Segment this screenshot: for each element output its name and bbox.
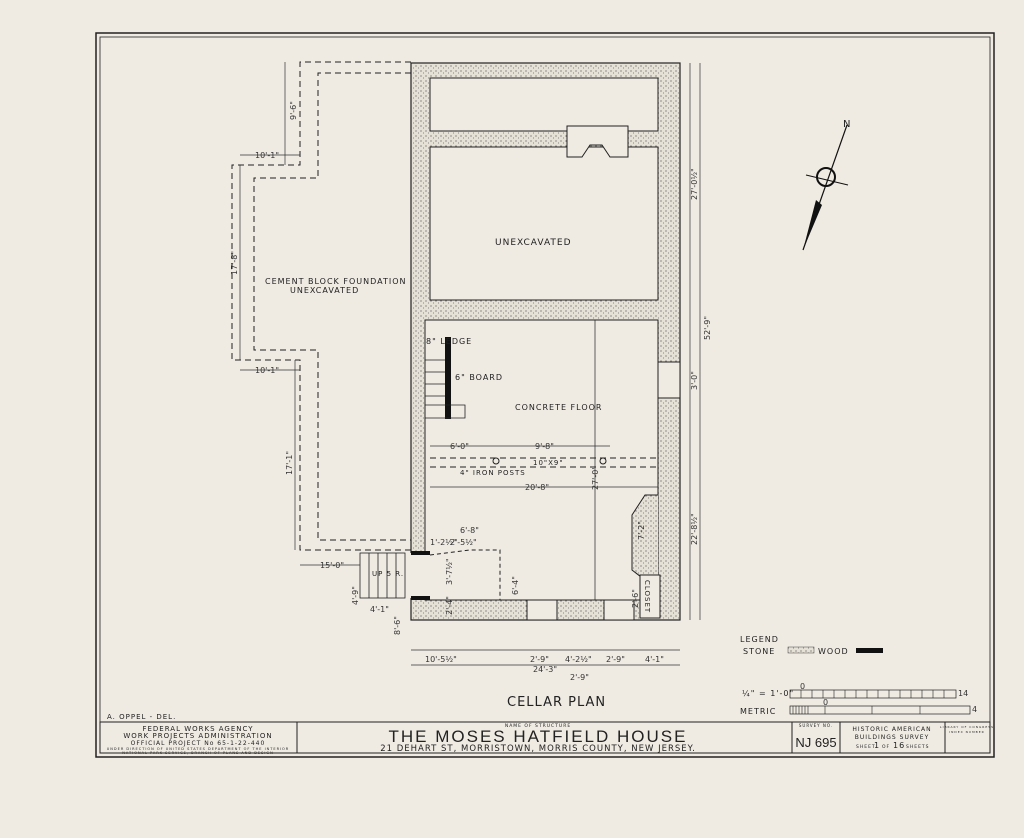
agency-line-2: WORK PROJECTS ADMINISTRATION [123, 732, 272, 740]
dim-addition-top: 9'-6" [289, 101, 298, 120]
legend-wood-swatch [856, 648, 883, 653]
posts-label: 4" IRON POSTS [460, 469, 526, 477]
addition-label-2: UNEXCAVATED [290, 286, 359, 295]
dim-bottom-4: 2'-9" [606, 655, 625, 664]
dim-addition-width-mid: 10'-1" [255, 366, 279, 375]
legend-stone-label: STONE [743, 647, 775, 656]
room-label-concrete-floor: CONCRETE FLOOR [515, 403, 602, 412]
agency-line-3: OFFICIAL PROJECT No 65-1-22-440 [131, 740, 266, 747]
survey-number: NJ 695 [795, 735, 836, 750]
dim-bottom-1: 10'-5½" [425, 655, 457, 664]
dim-fireplace: 7'-2" [637, 521, 646, 540]
wood-board [445, 337, 451, 419]
legend-title: LEGEND [740, 635, 779, 644]
dim-window: 3'-0" [690, 371, 699, 390]
svg-text:OF: OF [882, 744, 890, 750]
sheet-total: 16 [893, 741, 905, 750]
dim-bottom-5: 4'-1" [645, 655, 664, 664]
room-label-unexcavated: UNEXCAVATED [495, 238, 572, 248]
svg-text:0: 0 [823, 698, 828, 707]
direction-line-1: UNDER DIRECTION OF UNITED STATES DEPARTM… [107, 747, 289, 751]
legend: LEGEND STONE WOOD [740, 635, 883, 656]
dim-entry-a: 3'-7½" [445, 558, 454, 585]
dim-bottom-2: 2'-9" [530, 655, 549, 664]
svg-text:0: 0 [800, 682, 805, 691]
library-line-1: LIBRARY OF CONGRESS [940, 725, 994, 729]
habs-line-2: BUILDINGS SURVEY [855, 734, 929, 741]
board-label: 6" BOARD [455, 373, 503, 382]
dim-lower-length: 22'-8½" [690, 513, 699, 545]
scale-bars: ¼" = 1'-0" 0 14 METRIC 0 4 [740, 682, 977, 716]
dim-post-right: 9'-8" [535, 442, 554, 451]
dim-stair-c: 8'-6" [393, 616, 402, 635]
dim-entry-b: 2'-4" [445, 596, 454, 615]
structure-address: 21 DEHART ST, MORRISTOWN, MORRIS COUNTY,… [380, 744, 696, 754]
north-arrow-icon: N [802, 119, 851, 251]
dim-upper-length: 27'-0½" [690, 168, 699, 200]
dimension-lines [239, 62, 701, 666]
dim-door-height: 6'-4" [511, 576, 520, 595]
dim-overall-width: 24'-3" [533, 665, 557, 674]
dim-total-length: 52'-9" [703, 316, 712, 340]
svg-text:4: 4 [972, 705, 977, 714]
iron-post [492, 457, 500, 465]
iron-post [599, 457, 607, 465]
dim-step-a: 1'-2½" [430, 538, 457, 547]
dim-interior-height: 27'-0" [591, 466, 600, 490]
scale-imperial-label: ¼" = 1'-0" [742, 689, 794, 698]
addition-foundation [231, 61, 411, 551]
dim-addition-bottom: 17'-1" [285, 451, 294, 475]
dim-addition-width-bottom: 15'-0" [320, 561, 344, 570]
main-building-walls [405, 62, 681, 621]
agency-line-1: FEDERAL WORKS AGENCY [142, 725, 253, 733]
name-label: NAME OF STRUCTURE [505, 723, 571, 729]
sheet-number: 1 [874, 741, 880, 750]
svg-text:SHEETS: SHEETS [906, 744, 930, 750]
stair-label: UP 5 R. [372, 570, 404, 578]
legend-wood-label: WOOD [818, 647, 849, 656]
dim-addition-width-top: 10'-1" [255, 151, 279, 160]
dim-bay: 2'-9" [570, 673, 589, 682]
scale-metric-label: METRIC [740, 707, 776, 716]
beam-label: 10"X9" [533, 459, 564, 467]
svg-text:14: 14 [958, 689, 968, 698]
delineator: A. OPPEL - DEL. [107, 713, 176, 721]
dim-bottom-3: 4'-2½" [565, 655, 592, 664]
dim-closet: 2'-6" [631, 589, 640, 608]
dim-step-b: 2'-5½" [450, 538, 477, 547]
svg-text:SHEET: SHEET [856, 744, 876, 750]
dim-post-left: 6'-0" [450, 442, 469, 451]
dim-stair-a: 4'-9" [351, 586, 360, 605]
addition-label-1: CEMENT BLOCK FOUNDATION [265, 277, 406, 286]
svg-text:N: N [843, 119, 851, 130]
library-line-2: INDEX NUMBER [949, 730, 984, 734]
dim-addition-mid: 17'-8" [230, 251, 239, 275]
direction-line-2: NATIONAL PARK SERVICE, BRANCH OF PLANS A… [122, 751, 273, 755]
ledge-label: 8" LEDGE [426, 337, 472, 346]
outside-stair [359, 552, 406, 599]
structure-name: THE MOSES HATFIELD HOUSE [389, 727, 688, 746]
dim-stair-b: 4'-1" [370, 605, 389, 614]
habs-line-1: HISTORIC AMERICAN [852, 726, 931, 733]
closet-label: CLOSET [643, 580, 651, 613]
title-block: FEDERAL WORKS AGENCY WORK PROJECTS ADMIN… [99, 721, 994, 755]
legend-stone-swatch [787, 646, 815, 654]
dim-step-width: 6'-8" [460, 526, 479, 535]
plan-title: CELLAR PLAN [507, 695, 606, 710]
dim-interior-width: 20'-8" [525, 483, 549, 492]
sheet-border [95, 32, 995, 758]
survey-label: SURVEY NO. [799, 723, 833, 728]
